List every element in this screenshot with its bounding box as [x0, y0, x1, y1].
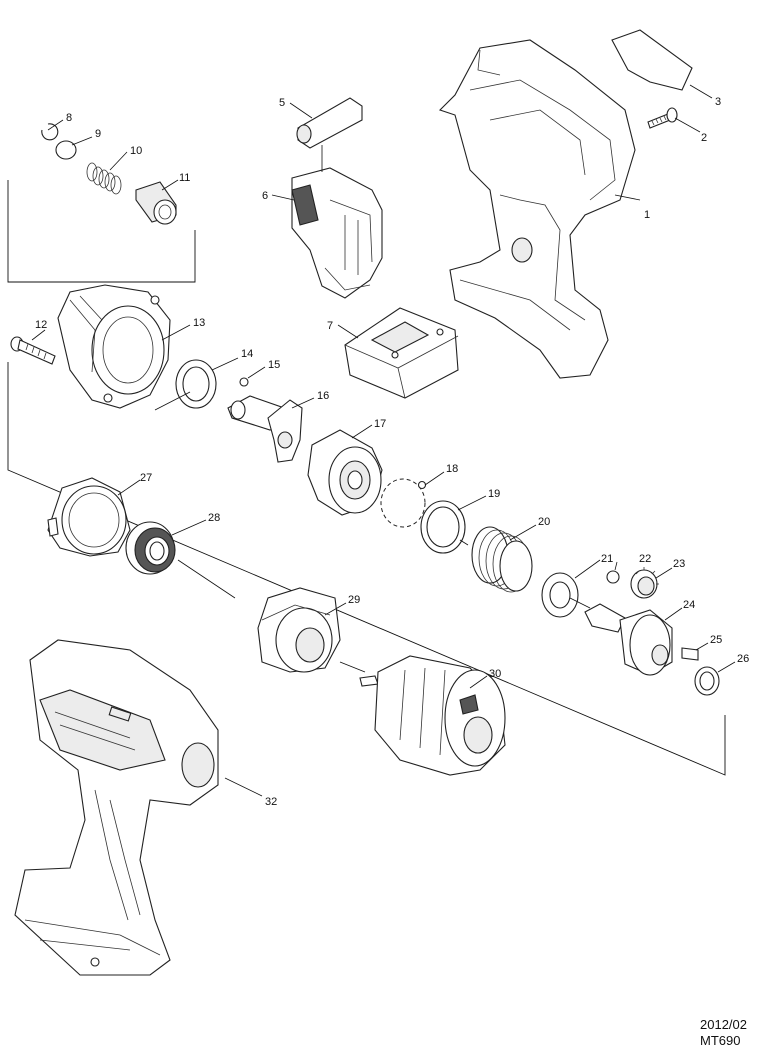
revision-date: 2012/02: [700, 1017, 747, 1032]
callout-32: 32: [265, 796, 277, 808]
part-18-ring: [380, 478, 426, 528]
callout-21: 21: [601, 553, 613, 565]
diagram-footer: 2012/02 MT690: [700, 1017, 747, 1049]
part-2-screw: [647, 107, 678, 129]
part-8-retaining-ring: [41, 123, 59, 141]
part-27-cover-ring: [47, 477, 131, 557]
part-30-motor: [359, 655, 506, 776]
part-6-switch: [291, 167, 383, 299]
part-11-sleeve: [135, 181, 177, 225]
leader-lines: [31, 84, 736, 797]
part-21-washer: [541, 572, 579, 618]
callout-11: 11: [179, 172, 190, 184]
callout-19: 19: [488, 488, 500, 500]
part-15-steel-ball: [239, 377, 249, 387]
part-23-gear: [630, 567, 659, 599]
callout-18: 18: [446, 463, 458, 475]
callout-10: 10: [130, 145, 142, 157]
part-24-anvil: [584, 603, 673, 676]
callout-24: 24: [683, 599, 695, 611]
part-16-spindle: [227, 395, 303, 463]
callout-15: 15: [268, 359, 280, 371]
part-17-hammer: [307, 429, 383, 516]
callout-3: 3: [715, 96, 721, 108]
callout-5: 5: [279, 97, 285, 109]
part-10-spring: [86, 162, 122, 195]
callout-9: 9: [95, 128, 101, 140]
part-5-switch-lever: [296, 97, 363, 149]
part-18-ball: [417, 480, 427, 490]
callout-29: 29: [348, 594, 360, 606]
frame-upper-group: [7, 180, 196, 283]
part-25-pin: [681, 647, 699, 661]
callout-1: 1: [644, 209, 650, 221]
callout-17: 17: [374, 418, 386, 430]
part-3-label-plate: [611, 29, 693, 91]
callout-20: 20: [538, 516, 550, 528]
callout-27: 27: [140, 472, 152, 484]
part-14-washer: [175, 359, 217, 409]
part-28-ball-bearing: [125, 521, 176, 575]
callout-7: 7: [327, 320, 333, 332]
model-code: MT690: [700, 1033, 741, 1048]
callout-labels: 1 2 3 5 6 7 8 9 10 11 12 13 14 15 16 17 …: [35, 96, 749, 808]
callout-26: 26: [737, 653, 749, 665]
frame-lower-group: [7, 362, 726, 776]
part-19-washer: [420, 500, 466, 554]
callout-14: 14: [241, 348, 253, 360]
callout-8: 8: [66, 112, 72, 124]
part-22-steel-ball: [606, 570, 620, 584]
callout-16: 16: [317, 390, 329, 402]
part-32-housing-left: [14, 639, 219, 976]
callout-13: 13: [193, 317, 205, 329]
part-9-ring: [55, 140, 77, 160]
callout-2: 2: [701, 132, 707, 144]
part-12-bolt: [10, 336, 56, 365]
callout-6: 6: [262, 190, 268, 202]
callout-28: 28: [208, 512, 220, 524]
part-29-gear-housing: [257, 587, 341, 673]
callout-22: 22: [639, 553, 651, 565]
part-20-spring: [471, 526, 533, 593]
callout-30: 30: [489, 668, 501, 680]
callout-23: 23: [673, 558, 685, 570]
callout-12: 12: [35, 319, 47, 331]
part-13-hammer-case: [57, 284, 171, 409]
callout-25: 25: [710, 634, 722, 646]
part-1-housing-right: [438, 39, 636, 379]
part-26-washer: [694, 666, 720, 696]
part-7-controller: [344, 307, 459, 399]
